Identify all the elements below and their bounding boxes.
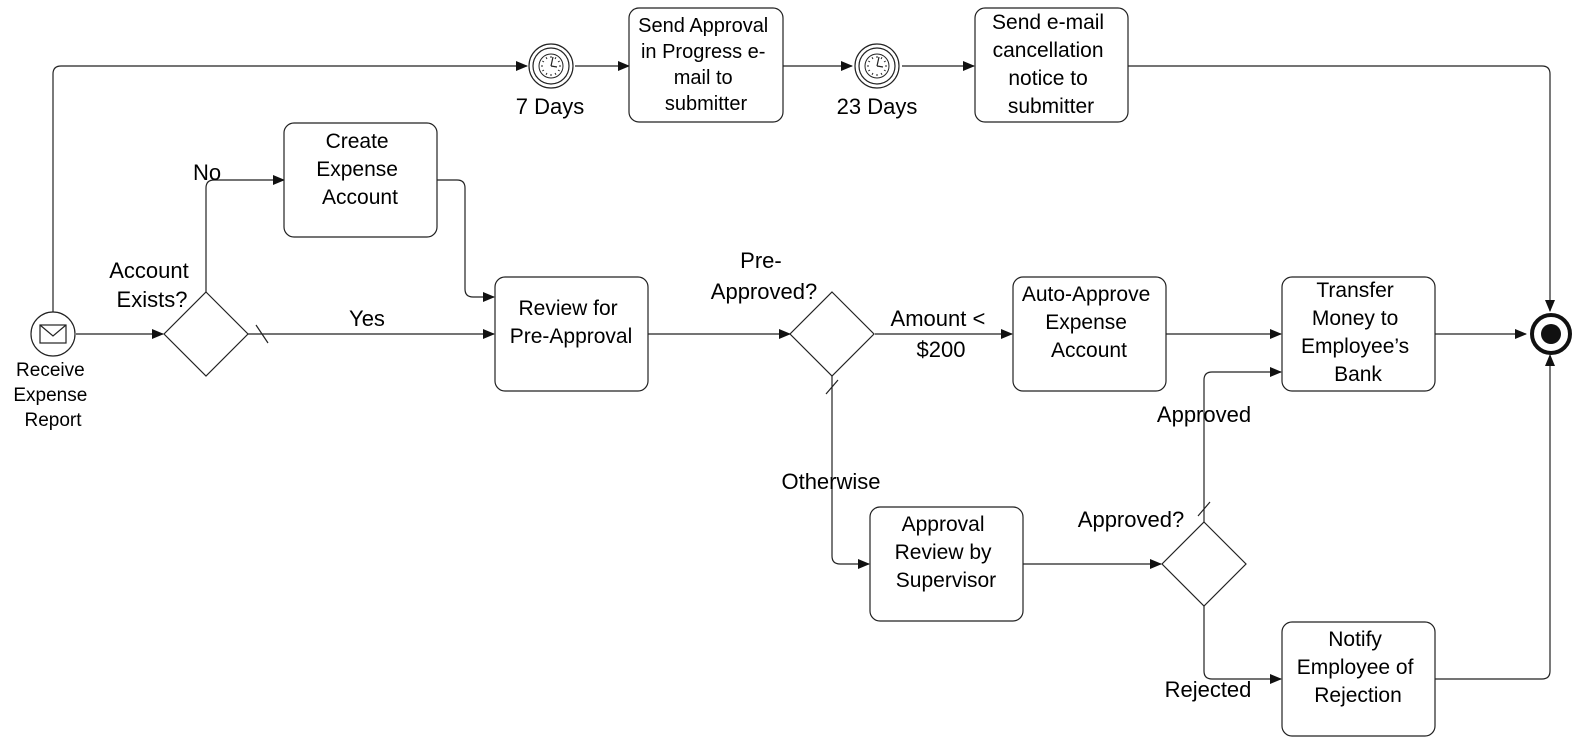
start-event-label-line: Report [24, 410, 82, 431]
task-label-line: mail to [674, 67, 733, 89]
task-label: Review for Pre-Approval [510, 297, 633, 348]
task-approval-review[interactable]: Approval Review by Supervisor [869, 506, 1024, 622]
flow-cancellation-to-end [1128, 65, 1555, 312]
gateway-pre-approved-label: Pre- Approved? [711, 248, 817, 304]
start-event[interactable]: Receive Expense Report [13, 311, 92, 431]
task-label-line: Transfer [1316, 279, 1393, 302]
start-event-label-line: Receive [16, 360, 85, 381]
flow-no [205, 175, 285, 292]
task-label: Auto-Approve Expense Account [1022, 283, 1156, 362]
gateway-label-line: Pre- [740, 248, 782, 273]
gateway-account-exists[interactable]: Account Exists? [109, 258, 249, 377]
flow-label-yes: Yes [349, 306, 385, 331]
flow-rejected [1203, 606, 1282, 684]
task-label-line: cancellation [993, 39, 1104, 62]
task-label-line: Expense [1045, 311, 1127, 334]
gateway-label-line: Approved? [711, 279, 817, 304]
flow-start-to-timer-1 [52, 61, 528, 312]
task-label-line: Employee of [1297, 656, 1414, 679]
task-create-expense-account[interactable]: Create Expense Account [283, 122, 438, 238]
task-label-line: Supervisor [896, 569, 996, 592]
default-flow-marker [255, 324, 269, 344]
timer-event-1[interactable]: 7 Days [516, 43, 584, 119]
task-label-line: Pre-Approval [510, 325, 633, 348]
flow-label-line: Amount < [891, 306, 986, 331]
end-event-dot [1541, 324, 1561, 344]
task-review-pre-approval[interactable]: Review for Pre-Approval [494, 276, 649, 392]
task-label-line: Expense [316, 158, 398, 181]
gateway-label-line: Approved? [1078, 507, 1184, 532]
gateway-account-exists-label: Account Exists? [109, 258, 195, 312]
task-label-line: Send Approval [638, 15, 768, 37]
task-notify-rejection[interactable]: Notify Employee of Rejection [1281, 621, 1436, 737]
task-label-line: notice to [1008, 67, 1087, 90]
task-label-line: submitter [1008, 95, 1094, 118]
timer-2-label: 23 Days [837, 94, 918, 119]
flow-label-line: $200 [917, 337, 966, 362]
gateway-approved[interactable]: Approved? [1078, 507, 1247, 607]
task-label: Notify Employee of Rejection [1297, 628, 1420, 707]
start-event-label: Receive Expense Report [13, 360, 92, 431]
flow-label-amount: Amount < $200 [891, 306, 992, 362]
task-label-line: Account [1051, 339, 1127, 362]
task-label: Send e-mail cancellation notice to submi… [992, 11, 1110, 118]
task-send-progress-email[interactable]: Send Approval in Progress e- mail to sub… [628, 7, 784, 123]
flow-labels: No Yes Amount < $200 Otherwise Approved … [193, 160, 1251, 702]
timer-1-label: 7 Days [516, 94, 584, 119]
sequence-flows [52, 61, 1555, 684]
flow-approved [1203, 367, 1282, 522]
task-label-line: Review by [895, 541, 992, 564]
task-label-line: Rejection [1314, 684, 1402, 707]
task-label-line: Employee’s [1301, 335, 1409, 358]
flow-label-no: No [193, 160, 221, 185]
gateway-approved-label: Approved? [1078, 507, 1184, 532]
default-flow-marker [1197, 501, 1211, 517]
task-label-line: Notify [1328, 628, 1382, 651]
envelope-icon [39, 324, 67, 344]
gateway-label-line: Account [109, 258, 189, 283]
task-label: Transfer Money to Employee’s Bank [1301, 279, 1415, 386]
task-label-line: Create [326, 130, 389, 153]
task-label-line: Money to [1312, 307, 1398, 330]
task-label: Approval Review by Supervisor [895, 513, 998, 592]
task-label-line: Send e-mail [992, 11, 1104, 34]
clock-icon [538, 53, 564, 79]
flow-otherwise [831, 376, 870, 569]
clock-icon [864, 53, 890, 79]
gateway-label-line: Exists? [117, 287, 188, 312]
gateway-pre-approved[interactable]: Pre- Approved? [711, 248, 875, 377]
task-label-line: Bank [1334, 363, 1382, 386]
task-label-line: Account [322, 186, 398, 209]
task-label: Send Approval in Progress e- mail to sub… [638, 15, 774, 115]
task-label-line: Review for [518, 297, 617, 320]
flow-label-rejected: Rejected [1165, 677, 1252, 702]
flow-notify-to-end [1435, 354, 1555, 680]
default-flow-marker [825, 379, 839, 395]
task-label-line: Auto-Approve [1022, 283, 1150, 306]
task-label-line: Approval [902, 513, 985, 536]
timer-event-2[interactable]: 23 Days [837, 43, 918, 119]
flow-create-to-review [437, 179, 495, 302]
flow-label-otherwise: Otherwise [781, 469, 880, 494]
task-auto-approve[interactable]: Auto-Approve Expense Account [1012, 276, 1167, 392]
task-label: Create Expense Account [316, 130, 404, 209]
task-send-cancellation[interactable]: Send e-mail cancellation notice to submi… [974, 7, 1129, 123]
task-transfer-money[interactable]: Transfer Money to Employee’s Bank [1281, 276, 1436, 392]
end-event[interactable] [1530, 313, 1572, 355]
task-label-line: submitter [665, 93, 748, 115]
task-label-line: in Progress e- [641, 41, 766, 63]
start-event-label-line: Expense [13, 385, 87, 406]
flow-label-approved: Approved [1157, 402, 1251, 427]
